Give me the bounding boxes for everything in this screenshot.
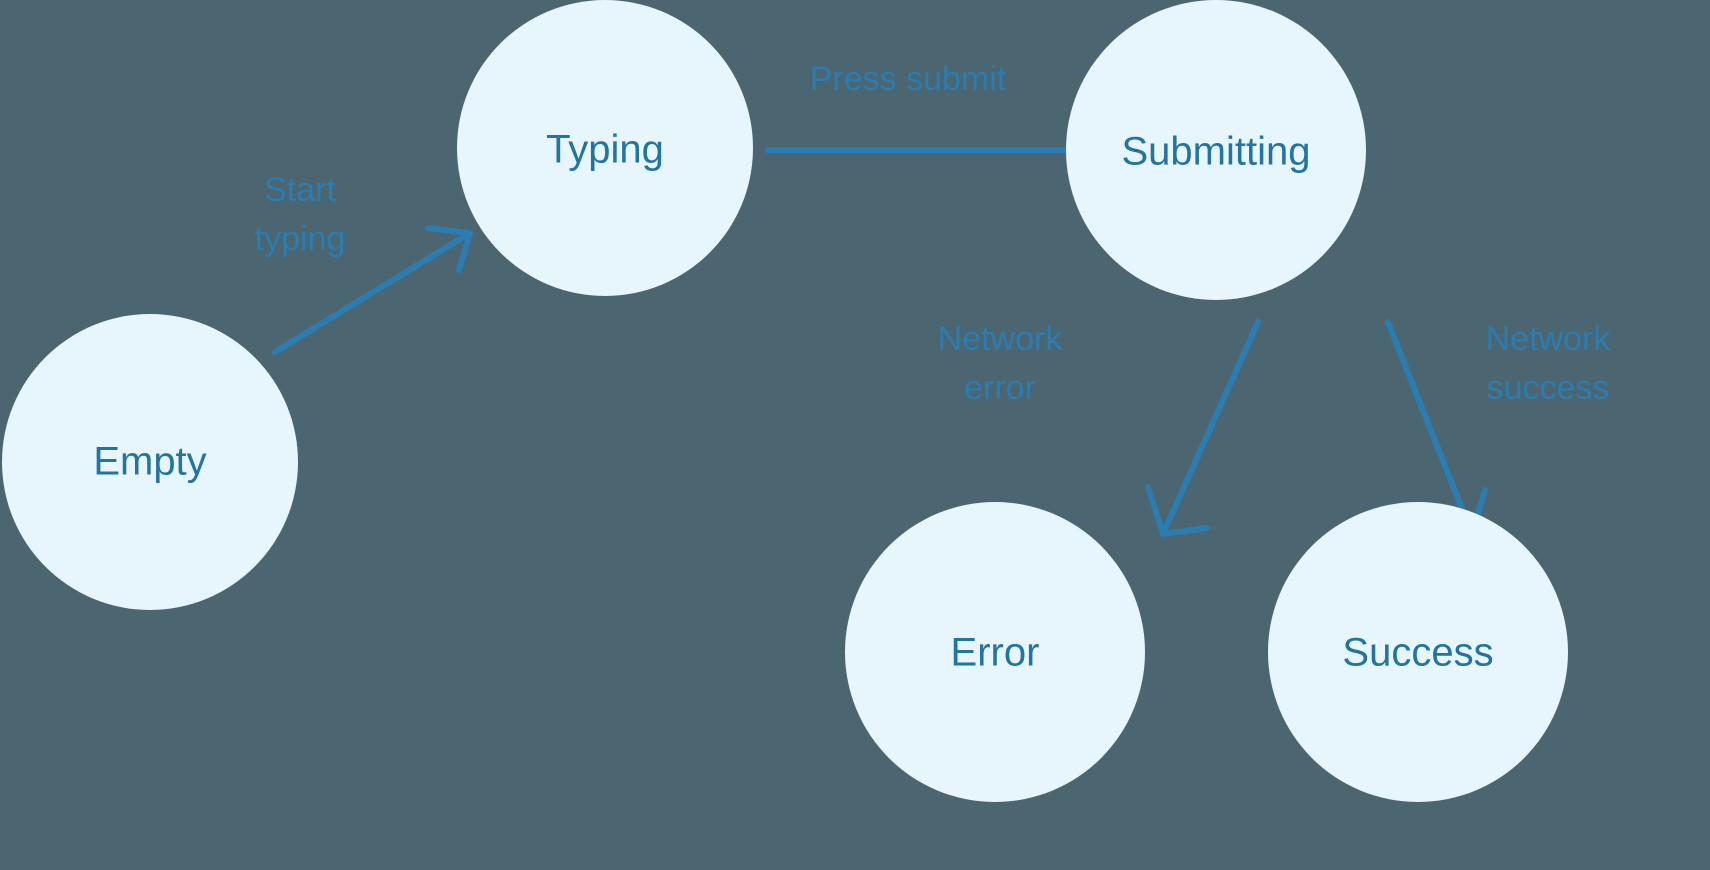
edge-label-press-submit-line-1: Press submit xyxy=(810,60,1007,98)
edge-submitting-to-success-line xyxy=(1385,319,1475,537)
edge-label-press-submit: Press submit xyxy=(810,60,1007,98)
edge-label-network-success-line-2: success xyxy=(1487,369,1610,407)
edge-submitting-to-error-arrowhead xyxy=(1145,484,1210,537)
state-node-error[interactable]: Error xyxy=(845,502,1145,802)
edge-submitting-to-error-line xyxy=(1160,319,1261,537)
state-node-submitting-circle[interactable] xyxy=(1066,0,1366,300)
state-node-success-circle[interactable] xyxy=(1268,502,1568,802)
state-node-empty-circle[interactable] xyxy=(2,314,298,610)
state-node-submitting-label: Submitting xyxy=(1122,130,1311,174)
edge-label-start-typing: Start typing xyxy=(255,171,346,258)
state-node-error-circle[interactable] xyxy=(845,502,1145,802)
edge-submitting-to-error xyxy=(1145,319,1261,537)
edge-empty-to-typing-arrowhead xyxy=(425,225,473,273)
edge-label-network-error-line-1: Network xyxy=(938,320,1064,358)
state-node-typing-label: Typing xyxy=(546,128,664,172)
state-node-success-label: Success xyxy=(1342,631,1493,675)
state-node-typing[interactable]: Typing xyxy=(457,0,753,296)
edge-label-start-typing-line-1: Start xyxy=(264,171,336,209)
state-node-error-label: Error xyxy=(951,631,1040,675)
edge-label-network-error-line-2: error xyxy=(964,369,1036,407)
edge-submitting-to-success xyxy=(1385,319,1488,537)
edge-label-network-success: Network success xyxy=(1486,320,1612,407)
edge-empty-to-typing-line xyxy=(272,230,473,355)
state-node-empty-label: Empty xyxy=(93,440,206,484)
edge-label-network-success-line-1: Network xyxy=(1486,320,1612,358)
state-node-success[interactable]: Success xyxy=(1268,502,1568,802)
edge-label-start-typing-line-2: typing xyxy=(255,220,346,258)
state-node-typing-circle[interactable] xyxy=(457,0,753,296)
state-node-submitting[interactable]: Submitting xyxy=(1066,0,1366,300)
edge-label-network-error: Network error xyxy=(938,320,1064,407)
state-node-empty[interactable]: Empty xyxy=(2,314,298,610)
edge-empty-to-typing xyxy=(272,225,473,355)
